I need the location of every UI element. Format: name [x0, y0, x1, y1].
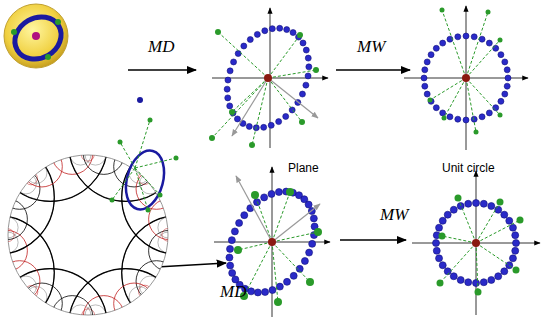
- map-label: MW: [357, 38, 385, 55]
- point-sets: [110, 6, 541, 317]
- map-label: MD: [220, 283, 246, 300]
- map-arrow: [336, 69, 410, 70]
- map-label: MD: [148, 38, 174, 55]
- poincare-disk: [0, 87, 236, 322]
- sphere: [4, 4, 69, 68]
- map-label: MW: [380, 206, 408, 223]
- space-label: Unit circle: [442, 162, 495, 174]
- map-arrow: [340, 239, 406, 240]
- map-arrow: [128, 69, 196, 70]
- space-label: Plane: [288, 162, 319, 174]
